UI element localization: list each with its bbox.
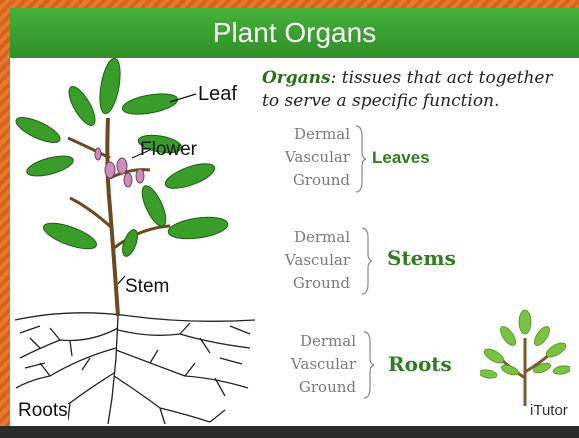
tissue-list-stems: Dermal Vascular Ground (262, 226, 350, 295)
definition-term: Organs (262, 68, 331, 88)
tissue-item: Ground (262, 169, 350, 192)
organ-stems: Stems (387, 246, 456, 270)
tissue-item: Vascular (262, 146, 350, 169)
stem-label: Stem (125, 276, 169, 298)
definition-rest: : tissues that act together (331, 68, 553, 88)
tissue-item: Dermal (268, 330, 356, 353)
tissue-list-roots: Dermal Vascular Ground (268, 330, 356, 399)
tissue-list-leaves: Dermal Vascular Ground (262, 123, 350, 192)
leaf-label: Leaf (198, 83, 237, 106)
title-bar: Plant Organs (10, 8, 579, 58)
tissue-item: Dermal (262, 123, 350, 146)
brace-icon (360, 226, 374, 296)
brace-icon (354, 124, 368, 194)
tissue-item: Dermal (262, 226, 350, 249)
tissue-item: Ground (262, 272, 350, 295)
roots-label: Roots (18, 400, 68, 422)
tree-logo-icon (480, 308, 570, 408)
organ-roots: Roots (388, 352, 452, 376)
definition-line-2: to serve a specific function. (262, 91, 499, 111)
plant-illustration (10, 58, 260, 426)
tissue-item: Ground (268, 376, 356, 399)
bottom-strip (0, 426, 579, 438)
label-pointers (118, 94, 196, 284)
slide-title: Plant Organs (10, 8, 579, 58)
definition-line-1: Organs: tissues that act together (262, 68, 553, 88)
itutor-logo-text: iTutor (530, 402, 568, 419)
content-panel: Leaf Flower Stem Roots Organs: tissues t… (10, 58, 579, 426)
flower-label: Flower (140, 139, 197, 161)
organ-leaves: Leaves (372, 148, 430, 168)
tissue-item: Vascular (268, 353, 356, 376)
tissue-item: Vascular (262, 249, 350, 272)
brace-icon (362, 330, 376, 400)
